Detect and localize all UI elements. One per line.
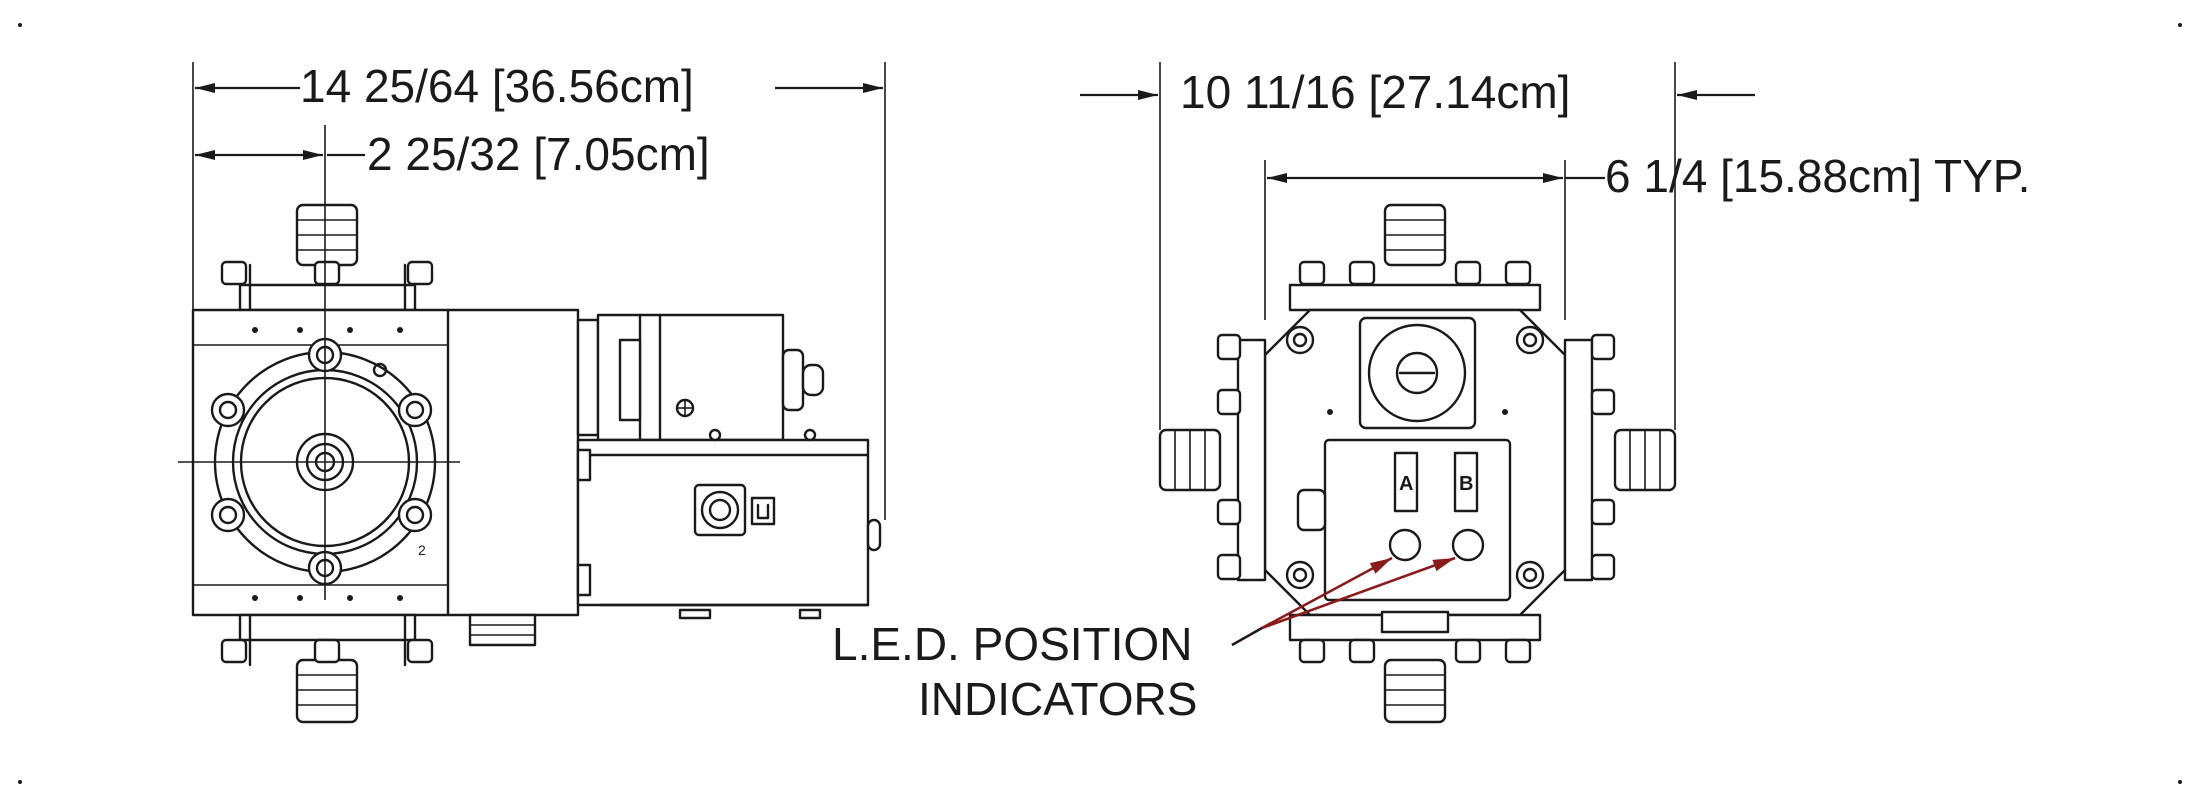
corner-marks (18, 23, 2182, 784)
end-left-fitting (1158, 333, 1267, 582)
top-bolts (220, 260, 434, 286)
callout-line-2: INDICATORS (918, 673, 1197, 725)
end-right-fitting (1563, 333, 1677, 582)
conduit-fitting (468, 613, 537, 647)
dim-overall-width: 10 11/16 [27.14cm] (1180, 66, 1570, 118)
end-body-bolts (1285, 325, 1545, 590)
led-indicator-a (1388, 528, 1422, 562)
control-box (576, 428, 882, 620)
indicator-label-a: A (1399, 473, 1413, 495)
end-motor (1327, 316, 1508, 430)
led-indicator-b (1451, 528, 1485, 562)
callout-line-1: L.E.D. POSITION (832, 618, 1192, 670)
end-top-coupling (1288, 203, 1542, 312)
end-view: A B 10 11/16 [27.14cm] 6 1/4 [15.88cm] T… (1080, 62, 2030, 724)
body-holes (252, 327, 403, 601)
motor-housing (576, 313, 825, 442)
end-bottom-coupling (1288, 610, 1542, 724)
bottom-coupling (220, 613, 434, 724)
dim-body-width: 6 1/4 [15.88cm] TYP. (1605, 150, 2030, 202)
indicator-label-b: B (1459, 473, 1473, 495)
side-view: 2 (178, 60, 886, 724)
dim-overall-length: 14 25/64 [36.56cm] (300, 60, 694, 112)
small-mark: 2 (418, 542, 426, 558)
dim-centerline-offset: 2 25/32 [7.05cm] (367, 128, 710, 180)
top-coupling (238, 203, 417, 312)
